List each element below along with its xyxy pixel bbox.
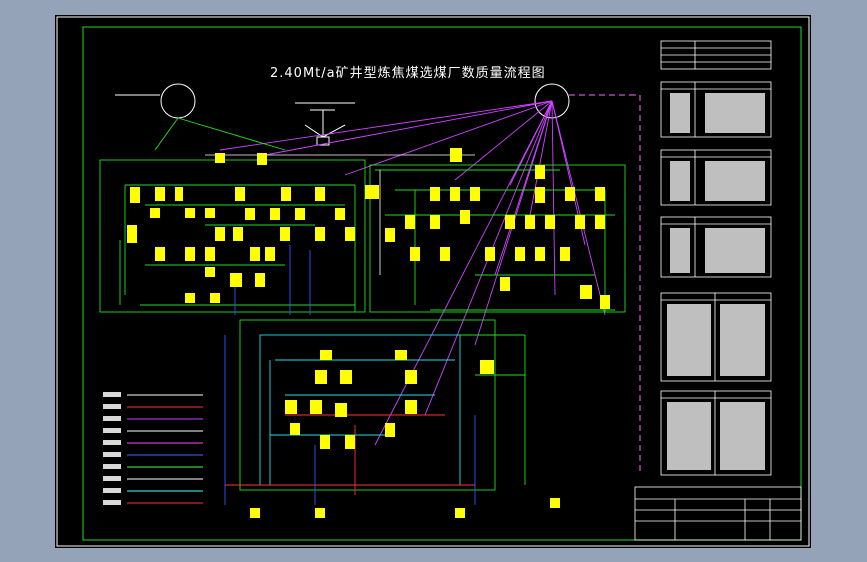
data-tables [660,40,772,476]
screen-symbol [295,102,355,146]
flowchart-canvas [56,16,810,547]
outer-frame [56,16,810,547]
title-block [634,486,802,541]
drawing-sheet: 2.40Mt/a矿井型炼焦煤选煤厂数质量流程图 [55,15,811,548]
node-labels [127,148,610,518]
inner-frame [82,26,802,541]
left-process-block [99,159,366,313]
diagram-title: 2.40Mt/a矿井型炼焦煤选煤厂数质量流程图 [270,66,546,81]
raw-coal-bin-left [160,83,196,119]
legend-lines [127,394,203,504]
radial-flow-lines [219,100,606,446]
